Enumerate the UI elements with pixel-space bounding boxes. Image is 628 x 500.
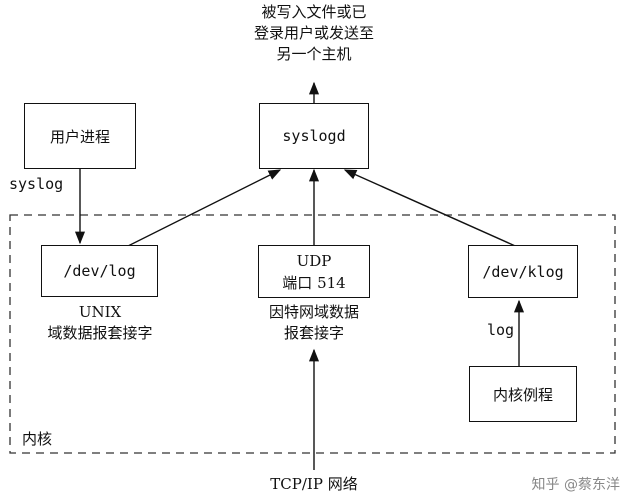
udp-port-label: 端口 514: [282, 273, 346, 292]
dev-klog-box: /dev/klog: [468, 245, 578, 298]
syslogd-label: syslogd: [282, 127, 346, 145]
udp-port-box: UDP 端口 514: [258, 245, 370, 298]
dev-klog-label: /dev/klog: [482, 262, 564, 281]
kernel-routine-label: 内核例程: [492, 385, 553, 404]
dev-log-label: /dev/log: [63, 262, 136, 280]
unix-socket-label: UNIX 域数据报套接字: [20, 302, 180, 344]
arrow-devlog-to-syslogd: [119, 169, 282, 251]
unix-socket-line-1: UNIX: [78, 303, 122, 321]
unix-socket-line-2: 域数据报套接字: [47, 324, 153, 342]
syslog-call-label: syslog: [9, 175, 64, 193]
dev-log-box: /dev/log: [41, 245, 158, 297]
kernel-label: 内核: [22, 430, 53, 448]
output-note-line-3: 另一个主机: [276, 45, 352, 63]
watermark: 知乎 @蔡东洋: [531, 477, 620, 493]
user-process-label: 用户进程: [49, 127, 110, 146]
syslogd-box: syslogd: [259, 103, 369, 169]
output-note-line-2: 登录用户或发送至: [253, 24, 374, 42]
user-process-box: 用户进程: [24, 103, 136, 169]
tcpip-network-label: TCP/IP 网络: [270, 475, 358, 493]
output-note: 被写入文件或已 登录用户或发送至 另一个主机: [222, 2, 406, 65]
output-note-line-1: 被写入文件或已: [261, 3, 367, 21]
inet-socket-label: 因特网域数据 报套接字: [234, 302, 394, 344]
inet-socket-line-2: 报套接字: [283, 324, 344, 342]
log-call-label: log: [487, 321, 515, 339]
inet-socket-line-1: 因特网域数据: [268, 303, 359, 321]
udp-label: UDP: [296, 251, 332, 270]
arrow-devklog-to-syslogd: [343, 169, 523, 250]
kernel-routine-box: 内核例程: [469, 366, 577, 422]
